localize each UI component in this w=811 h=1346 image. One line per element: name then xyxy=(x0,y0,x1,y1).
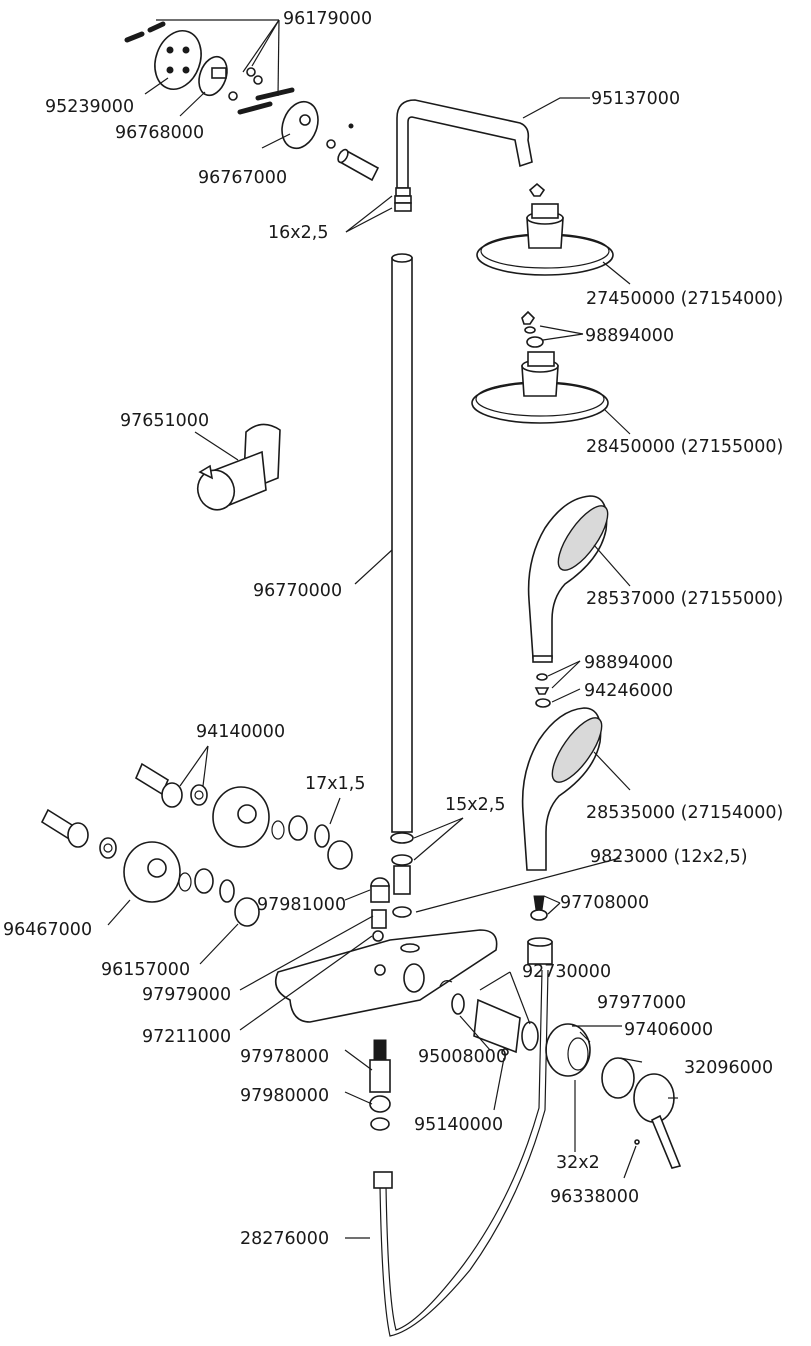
label-97406000: 97406000 xyxy=(624,1020,713,1040)
label-97980000: 97980000 xyxy=(240,1086,329,1106)
label-97211000: 97211000 xyxy=(142,1027,231,1047)
label-17x1-5: 17x1,5 xyxy=(305,774,365,794)
riser-rail xyxy=(391,253,413,833)
hand-shower-2 xyxy=(521,707,603,871)
cover-rosette xyxy=(281,100,319,150)
label-97708000: 97708000 xyxy=(560,893,649,913)
label-97978000: 97978000 xyxy=(240,1047,329,1067)
label-28450000: 28450000 (27155000) xyxy=(586,437,783,457)
small-washers xyxy=(228,67,263,101)
leader-lines xyxy=(107,19,678,1239)
label-94246000: 94246000 xyxy=(584,681,673,701)
label-96157000: 96157000 xyxy=(101,960,190,980)
part-labels: 96179000 95239000 96768000 96767000 9513… xyxy=(3,9,783,1249)
label-97977000: 97977000 xyxy=(597,993,686,1013)
small-washers-hand-1 xyxy=(534,673,551,708)
right-fittings xyxy=(527,895,553,965)
connector-group-upper xyxy=(134,762,353,870)
label-92730000: 92730000 xyxy=(522,962,611,982)
label-16x2-5: 16x2,5 xyxy=(268,223,328,243)
slider-holder xyxy=(196,423,281,511)
label-97979000: 97979000 xyxy=(142,985,231,1005)
label-28537000: 28537000 (27155000) xyxy=(586,589,783,609)
shower-arm xyxy=(394,99,533,212)
overhead-shower-1 xyxy=(476,182,614,276)
connector-sleeve xyxy=(337,148,380,182)
label-96770000: 96770000 xyxy=(253,581,342,601)
label-28276000: 28276000 xyxy=(240,1229,329,1249)
label-96767000: 96767000 xyxy=(198,168,287,188)
long-screws xyxy=(237,87,295,115)
label-32096000: 32096000 xyxy=(684,1058,773,1078)
label-95140000: 95140000 xyxy=(414,1115,503,1135)
label-98894000-top: 98894000 xyxy=(585,326,674,346)
lower-cartridge xyxy=(369,1039,391,1131)
label-96179000: 96179000 xyxy=(283,9,372,29)
label-15x2-5: 15x2,5 xyxy=(445,795,505,815)
label-94140000: 94140000 xyxy=(196,722,285,742)
label-98894000-bottom: 98894000 xyxy=(584,653,673,673)
label-95008000: 95008000 xyxy=(418,1047,507,1067)
label-9823000: 9823000 (12x2,5) xyxy=(590,847,748,867)
label-27450000: 27450000 (27154000) xyxy=(586,289,783,309)
label-96768000: 96768000 xyxy=(115,123,204,143)
wall-flange-plate xyxy=(154,30,202,90)
thermostat-body xyxy=(274,929,498,1023)
hand-shower-1 xyxy=(527,495,609,663)
shower-hose xyxy=(373,969,549,1337)
grub-screw xyxy=(326,123,354,149)
label-96338000: 96338000 xyxy=(550,1187,639,1207)
wall-mount-screws xyxy=(124,21,166,43)
label-28535000: 28535000 (27154000) xyxy=(586,803,783,823)
label-97651000: 97651000 xyxy=(120,411,209,431)
label-95239000: 95239000 xyxy=(45,97,134,117)
centre-fittings xyxy=(370,832,414,942)
connector-group-lower xyxy=(40,808,260,927)
mount-bracket xyxy=(198,55,228,97)
label-97981000: 97981000 xyxy=(257,895,346,915)
label-96467000: 96467000 xyxy=(3,920,92,940)
label-95137000: 95137000 xyxy=(591,89,680,109)
label-32x2: 32x2 xyxy=(556,1153,600,1173)
overhead-shower-2 xyxy=(471,310,609,424)
cartridge-assembly xyxy=(439,980,682,1169)
